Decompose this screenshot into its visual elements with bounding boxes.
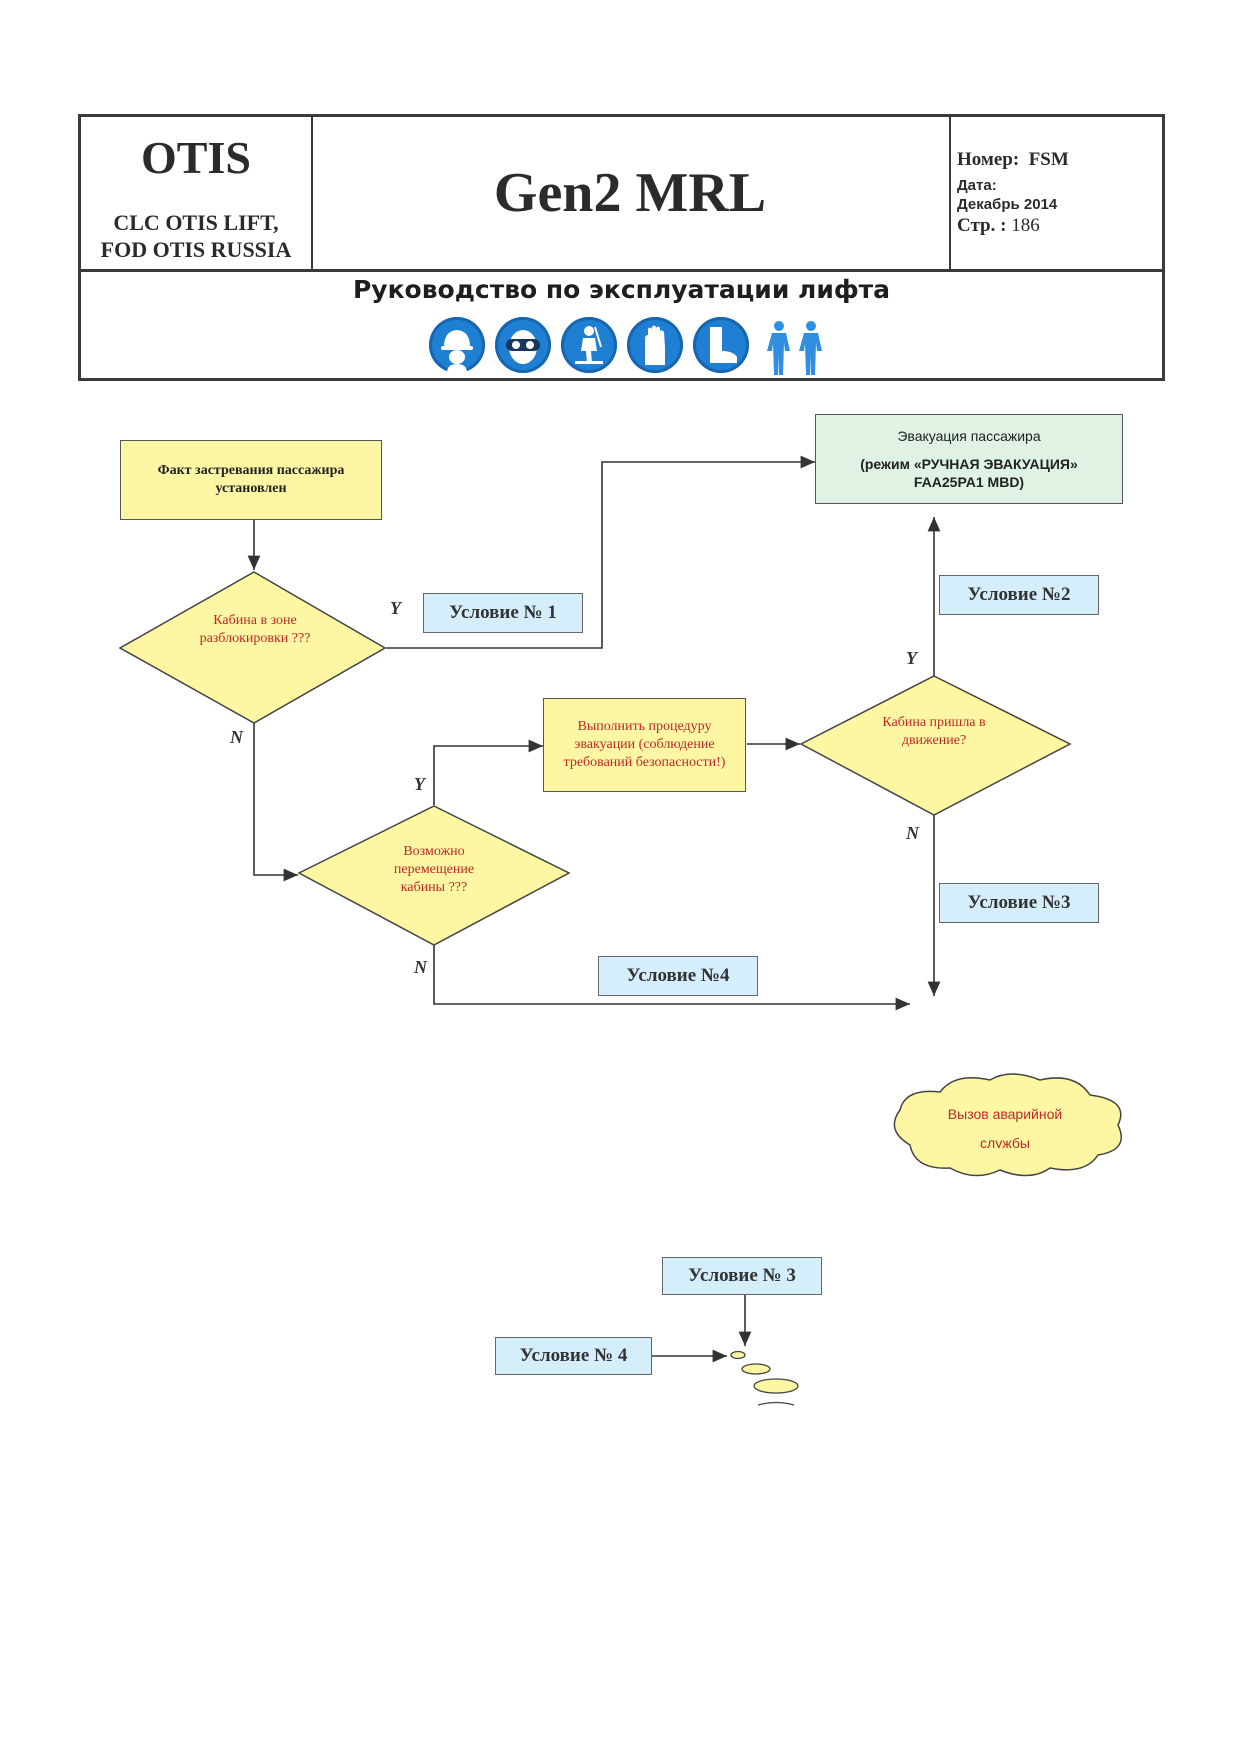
header-top-row: OTIS CLC OTIS LIFT, FOD OTIS RUSSIA Gen2… [81,117,1162,272]
decision-car-movable [297,805,571,946]
decision-unlock-zone [118,571,387,724]
emergency-line1: Вызов аварийной [947,1106,1063,1122]
company-cell: OTIS CLC OTIS LIFT, FOD OTIS RUSSIA [81,117,313,269]
model-cell: Gen2 MRL [311,117,951,269]
label-no-moved: N [906,823,919,843]
meta-cell: Номер: FSM Дата: Декабрь 2014 Стр. : 186 [949,117,1162,269]
thought-bubble-small [730,1350,746,1360]
decision-car-moved [799,675,1072,816]
doc-date-value: Декабрь 2014 [957,196,1058,213]
label-no-move: N [414,957,427,977]
label-yes-unlock: Y [390,598,401,618]
thought-bubble-edge [757,1401,795,1406]
gloves-icon [627,317,683,373]
connector-move-yes [433,739,543,805]
emergency-line2: службы [980,1135,1030,1148]
ppe-icon-row [429,317,889,379]
label-no-unlock: N [230,727,243,747]
condition-4: Условие №4 [598,956,758,996]
thought-bubble-medium [741,1363,771,1375]
procedure-text: Выполнить процедуру эвакуации (соблюдени… [563,719,726,770]
label-yes-moved: Y [906,648,917,668]
connector-unlock-yes [386,455,815,649]
company-subtitle: CLC OTIS LIFT, FOD OTIS RUSSIA [81,209,311,263]
condition-2: Условие №2 [939,575,1099,615]
decision-unlock-text: Кабина в зоне разблокировки ??? [199,613,311,646]
emergency-cloud-text: Вызов аварийной службы [905,1100,1105,1148]
doc-number-label: Номер: [957,149,1020,170]
condition-3-legend: Условие № 3 [662,1257,822,1295]
condition-3: Условие №3 [939,883,1099,923]
evac-title: Эвакуация пассажира [897,428,1041,444]
goggles-icon [495,317,551,373]
doc-number-value: FSM [1028,149,1069,170]
two-persons-icon [761,319,833,377]
manual-title: Руководство по эксплуатации лифта [352,275,891,304]
thought-bubble-large [753,1378,799,1394]
doc-date-label: Дата: [957,177,997,194]
decision-moved-text: Кабина пришла в движение? [882,715,986,748]
condition-1: Условие № 1 [423,593,583,633]
evac-mode: (режим «РУЧНАЯ ЭВАКУАЦИЯ» [860,456,1078,472]
emergency-cloud-shape [893,1073,1122,1177]
harness-icon [561,317,617,373]
start-box: Факт застревания пассажира установлен [120,440,382,520]
connector-unlock-no [253,722,298,882]
evacuation-box: Эвакуация пассажира (режим «РУЧНАЯ ЭВАКУ… [815,414,1123,504]
company-name: OTIS [141,132,251,183]
boots-icon [693,317,749,373]
model-title: Gen2 MRL [493,162,767,224]
evac-code: FAA25PA1 MBD) [913,474,1025,490]
connector-move-no [433,945,910,1011]
condition-4-legend: Условие № 4 [495,1337,652,1375]
document-header: OTIS CLC OTIS LIFT, FOD OTIS RUSSIA Gen2… [78,114,1165,381]
procedure-box: Выполнить процедуру эвакуации (соблюдени… [543,698,746,792]
company-subtitle-line2: FOD OTIS RUSSIA [100,237,292,262]
helmet-icon [429,317,485,373]
doc-page-value: 186 [1011,215,1040,236]
doc-number: Номер: FSM [957,149,1069,171]
doc-page-label: Стр. : [957,215,1007,236]
doc-page: Стр. : 186 [957,215,1040,237]
label-yes-move: Y [414,774,425,794]
company-subtitle-line1: CLC OTIS LIFT, [113,210,279,235]
decision-move-text: Возможно перемещение кабины ??? [393,844,475,895]
